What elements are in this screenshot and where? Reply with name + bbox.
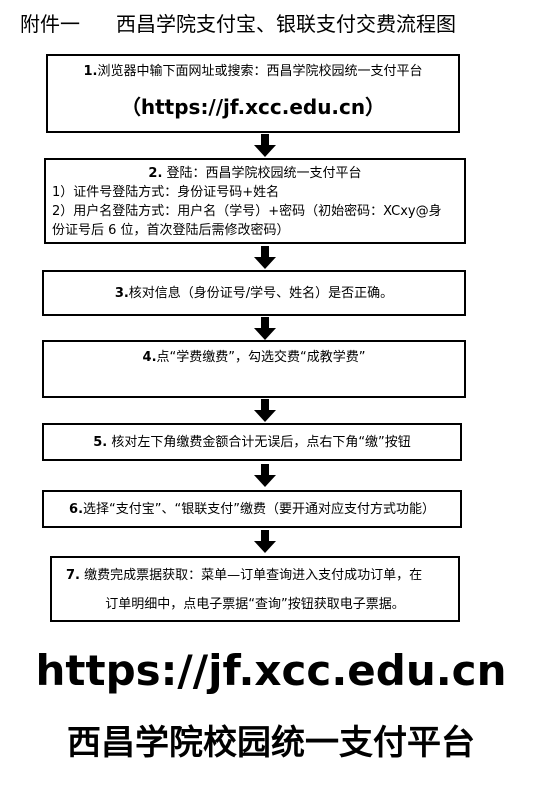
step-2-line-3: 份证号后 6 位，首次登陆后需修改密码） [52, 223, 290, 238]
arrow-down-icon [254, 530, 276, 553]
step-5-number: 5. [93, 435, 108, 450]
step-5-box: 5. 核对左下角缴费金额合计无误后，点右下角“缴”按钮 [42, 423, 462, 461]
step-1-box: 1.浏览器中输下面网址或搜索：西昌学院校园统一支付平台 （https://jf.… [46, 54, 460, 133]
arrow-down-icon [254, 246, 276, 269]
step-1-text: 浏览器中输下面网址或搜索：西昌学院校园统一支付平台 [97, 64, 423, 79]
page-title: 附件一 西昌学院支付宝、银联支付交费流程图 [20, 8, 530, 37]
step-2-text: 登陆：西昌学院校园统一支付平台 [166, 166, 362, 181]
step-2-number: 2. [148, 166, 163, 181]
attachment-label: 附件一 [20, 12, 80, 36]
arrow-down-icon [254, 134, 276, 157]
step-6-text: 选择“支付宝”、“银联支付”缴费（要开通对应支付方式功能） [83, 502, 435, 517]
footer-url: https://jf.xcc.edu.cn [35, 646, 507, 695]
step-7-number: 7. [66, 568, 80, 583]
step-2-line-1: 1）证件号登陆方式：身份证号码+姓名 [52, 185, 280, 200]
arrow-down-icon [254, 464, 276, 487]
step-6-box: 6.选择“支付宝”、“银联支付”缴费（要开通对应支付方式功能） [42, 490, 462, 528]
step-3-number: 3. [114, 286, 129, 301]
step-2-box: 2. 登陆：西昌学院校园统一支付平台 1）证件号登陆方式：身份证号码+姓名 2）… [44, 158, 466, 244]
footer-platform-name: 西昌学院校园统一支付平台 [67, 723, 475, 763]
step-4-box: 4.点“学费缴费”，勾选交费“成教学费” [42, 340, 466, 398]
step-6-number: 6. [69, 502, 84, 517]
step-1-url: （https://jf.xcc.edu.cn） [120, 95, 386, 119]
step-5-text: 核对左下角缴费金额合计无误后，点右下角“缴”按钮 [111, 435, 411, 450]
arrow-down-icon [254, 399, 276, 422]
step-3-text: 核对信息（身份证号/学号、姓名）是否正确。 [128, 286, 394, 301]
arrow-down-icon [254, 317, 276, 340]
step-3-box: 3.核对信息（身份证号/学号、姓名）是否正确。 [42, 270, 466, 316]
step-7-box: 7. 缴费完成票据获取：菜单—订单查询进入支付成功订单，在 订单明细中，点电子票… [50, 556, 460, 622]
step-4-number: 4. [142, 350, 157, 365]
title-text: 西昌学院支付宝、银联支付交费流程图 [116, 12, 456, 36]
step-2-line-2: 2）用户名登陆方式：用户名（学号）+密码（初始密码：XCxy@身 [52, 204, 442, 219]
step-7-text: 缴费完成票据获取：菜单—订单查询进入支付成功订单，在 [84, 568, 423, 583]
step-7-line-2: 订单明细中，点电子票据“查询”按钮获取电子票据。 [105, 597, 405, 612]
step-4-text: 点“学费缴费”，勾选交费“成教学费” [156, 350, 366, 365]
step-1-number: 1. [83, 64, 98, 79]
